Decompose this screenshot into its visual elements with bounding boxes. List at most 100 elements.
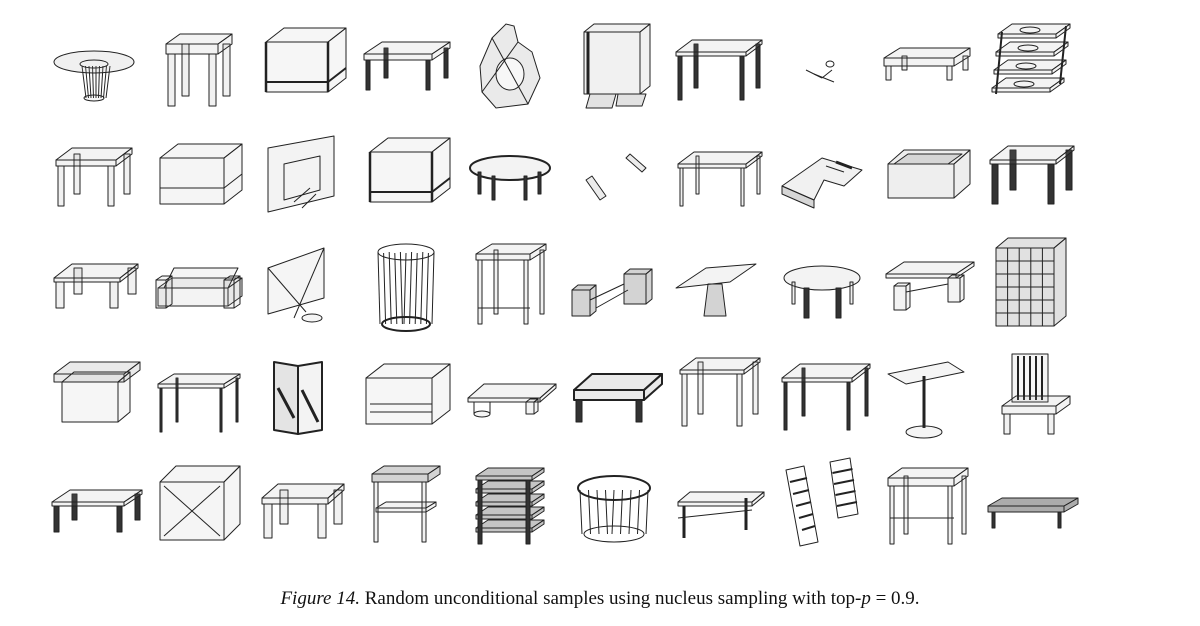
sample-box-cabinet [146,454,250,558]
low-bench-table-render [462,348,558,444]
console-table-render [150,348,246,444]
tall-cabinet-render [982,238,1078,334]
sample-cylindrical-cage [354,234,458,338]
sample-grid [0,0,1200,560]
caption-value: = 0.9. [870,588,920,609]
square-table-render [46,128,142,224]
sample-two-radiator-panels [770,454,874,558]
sample-sofa-shape [146,234,250,338]
sample-round-cage-table [562,454,666,558]
sideboard-with-shelf-render [358,348,454,444]
two-floating-sticks-render [566,128,662,224]
caption-variable: p [861,588,871,609]
sample-plain-long-table [666,124,770,228]
slab-cabinet-render [566,18,662,114]
round-cage-table-render [566,458,662,554]
caption-text: Random unconditional samples using nucle… [364,588,862,609]
round-glass-table-wire-base-render [46,18,142,114]
sample-rail-bench [666,454,770,558]
box-cabinet-render [150,458,246,554]
sample-low-bench-table [458,344,562,448]
ladder-back-chair-render [982,348,1078,444]
wide-coffee-table-render [46,238,142,334]
sample-oval-dining-table [770,234,874,338]
small-scattered-fragment-render [774,18,870,114]
sample-ladder-back-chair [978,344,1082,448]
sample-low-dark-leg-table [42,454,146,558]
oval-dining-table-render [774,238,870,334]
sample-long-table-turned-legs [666,14,770,118]
sample-thick-coffee-table [562,344,666,448]
tray-top-box-table-render [46,348,142,444]
long-dining-table-render [774,348,870,444]
rail-bench-render [670,458,766,554]
sample-shelving-unit-oval-cutouts [978,14,1082,118]
scattered-blocks-render [566,238,662,334]
sample-dark-leg-table [978,124,1082,228]
folding-chair-frame-render [254,348,350,444]
sample-trestle-table [874,234,978,338]
two-radiator-panels-render [774,458,870,554]
thick-coffee-table-render [566,348,662,444]
sample-tall-cabinet [978,234,1082,338]
square-side-table-render [150,18,246,114]
sample-two-floating-sticks [562,124,666,228]
tall-bar-table-render [462,238,558,334]
oval-coffee-table-render [462,128,558,224]
rectangular-table-render [254,458,350,554]
sample-tray-top-box-table [42,344,146,448]
boat-shaped-table-render [670,238,766,334]
tall-square-table-render [670,348,766,444]
sample-sideboard-with-shelf [354,344,458,448]
pedestal-bistro-table-render [878,348,974,444]
sample-tiered-side-table [354,454,458,558]
cube-frame-table-render [358,128,454,224]
sample-pedestal-bistro-table [874,344,978,448]
sofa-shape-render [150,238,246,334]
sample-L-shaped-tray-table [770,124,874,228]
sample-wide-coffee-table [42,234,146,338]
sample-box-ottoman [874,124,978,228]
stacked-tray-table-render [462,458,558,554]
sample-square-table [42,124,146,228]
rectangular-coffee-table-render [358,18,454,114]
box-ottoman-render [878,128,974,224]
trestle-table-render [878,238,974,334]
sample-low-rectangular-table [874,14,978,118]
sample-scattered-blocks [562,234,666,338]
sample-small-scattered-fragment [770,14,874,118]
caption-label: Figure 14. [280,588,360,609]
wall-panel-box-render [254,128,350,224]
sample-rectangular-coffee-table [354,14,458,118]
sample-round-glass-table-wire-base [42,14,146,118]
panel-on-stand-render [254,238,350,334]
shelving-unit-oval-cutouts-render [982,18,1078,114]
sample-tall-frame-table [874,454,978,558]
sample-wall-panel-box [250,124,354,228]
dark-leg-table-render [982,128,1078,224]
sample-long-bench [978,454,1082,558]
sample-tall-square-table [666,344,770,448]
tiered-side-table-render [358,458,454,554]
sample-stacked-tray-table [458,454,562,558]
long-bench-render [982,458,1078,554]
sample-cube-frame-table [354,124,458,228]
plain-long-table-render [670,128,766,224]
cylindrical-cage-render [358,238,454,334]
sample-square-side-table [146,14,250,118]
irregular-blob-shape-render [462,18,558,114]
sample-panel-on-stand [250,234,354,338]
sample-oval-coffee-table [458,124,562,228]
low-rectangular-table-render [878,18,974,114]
sample-slab-cabinet [562,14,666,118]
low-dark-leg-table-render [46,458,142,554]
sample-long-dining-table [770,344,874,448]
long-table-turned-legs-render [670,18,766,114]
sample-rectangular-table [250,454,354,558]
sample-irregular-blob-shape [458,14,562,118]
sample-box-table-with-shelf [146,124,250,228]
box-table-with-shelf-render [150,128,246,224]
sample-tall-bar-table [458,234,562,338]
tall-frame-table-render [878,458,974,554]
sample-folding-chair-frame [250,344,354,448]
